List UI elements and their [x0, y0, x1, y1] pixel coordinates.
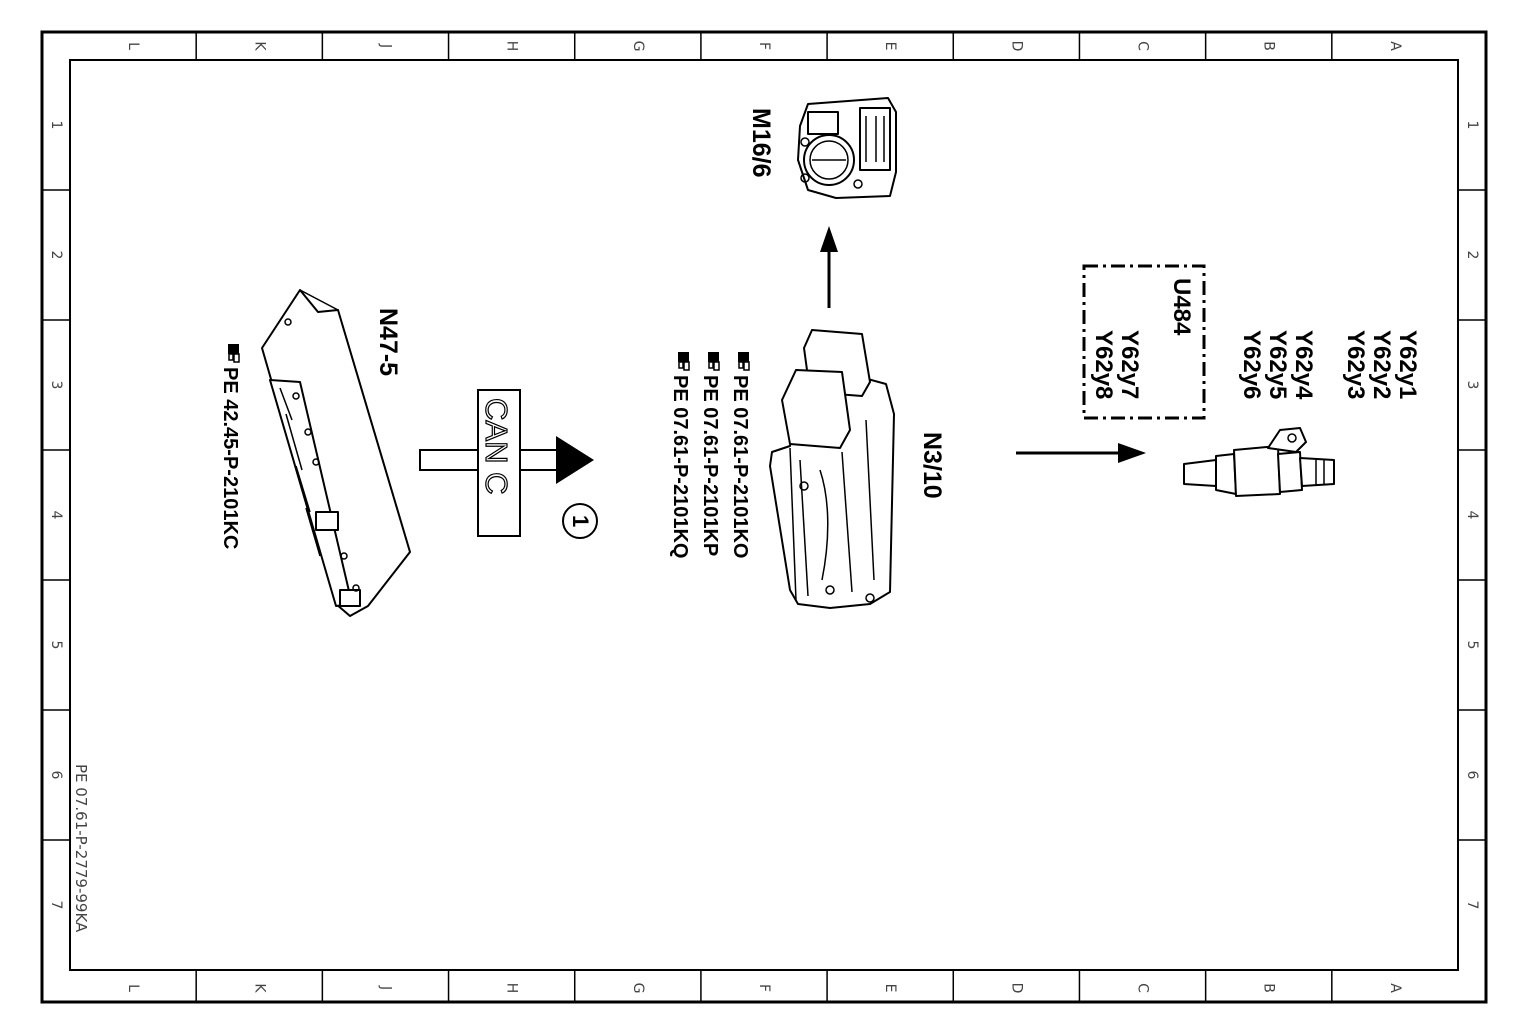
grid-column-label-top: C — [1135, 41, 1151, 51]
grid-row-label-left: 7 — [48, 901, 64, 910]
throttle-actuator-illustration — [797, 97, 897, 199]
grid-column-label-bottom: L — [125, 984, 141, 992]
injector-option-box: U484 Y62y7 Y62y8 — [1082, 264, 1206, 420]
grid-column-label-top: D — [1008, 41, 1024, 52]
grid-ticks — [42, 32, 1486, 1002]
grid-column-label-top: A — [1387, 41, 1403, 51]
can-bus-label-box: CAN C — [477, 389, 521, 537]
grid-column-label-top: L — [125, 42, 141, 50]
grid-row-label-left: 6 — [48, 771, 64, 780]
ecu-id-label: N3/10 — [918, 432, 946, 499]
document-code: PE 07.61-P-2779-99KA — [72, 764, 90, 933]
throttle-id-label: M16/6 — [747, 108, 775, 177]
grid-column-label-bottom: B — [1261, 983, 1277, 993]
grid-row-label-left: 3 — [48, 381, 64, 390]
grid-column-label-bottom: C — [1135, 983, 1151, 993]
grid-column-label-bottom: K — [251, 983, 267, 993]
hand-pointer-icon — [678, 352, 690, 371]
hand-pointer-icon — [708, 352, 720, 371]
grid-column-label-top: E — [882, 42, 898, 51]
injector-id: Y62y5 — [1264, 330, 1291, 399]
grid-column-label-top: F — [756, 42, 772, 50]
grid-column-label-bottom: E — [882, 984, 898, 993]
inner-frame — [69, 59, 1459, 971]
grid-column-label-top: J — [377, 43, 393, 48]
injector-id: Y62y8 — [1090, 330, 1117, 399]
grid-row-label-left: 4 — [48, 511, 64, 520]
grid-row-label-right: 7 — [1464, 901, 1480, 910]
grid-column-label-top: B — [1261, 41, 1277, 51]
grid-column-label-bottom: A — [1387, 983, 1403, 993]
module-ref-text: PE 42.45-P-2101KC — [219, 367, 241, 549]
ecu-ref-text: PE 07.61-P-2101KO — [729, 375, 751, 558]
module-id-label: N47-5 — [374, 308, 402, 376]
injector-id: Y62y1 — [1394, 330, 1421, 399]
arrow-to-injectors — [1016, 443, 1146, 463]
grid-column-label-bottom: F — [756, 984, 772, 992]
injector-id: Y62y6 — [1238, 330, 1265, 399]
grid-column-label-bottom: D — [1008, 983, 1024, 994]
can-bus-marker: 1 — [562, 503, 598, 539]
module-ref-1[interactable]: PE 42.45-P-2101KC — [219, 344, 241, 549]
grid-row-label-left: 5 — [48, 641, 64, 650]
grid-column-label-bottom: H — [504, 983, 520, 994]
injector-id: Y62y3 — [1342, 330, 1369, 399]
injector-id-list: Y62y1 Y62y2 Y62y3 Y62y4 Y62y5 Y62y6 — [1238, 330, 1421, 400]
grid-column-label-bottom: J — [377, 985, 393, 990]
injector-id: Y62y4 — [1290, 330, 1317, 400]
grid-row-label-right: 2 — [1464, 251, 1480, 260]
grid-row-label-left: 2 — [48, 251, 64, 260]
can-bus-marker-number: 1 — [568, 515, 593, 527]
grid-column-label-bottom: G — [630, 983, 646, 994]
grid-row-label-right: 1 — [1464, 121, 1480, 130]
grid-labels: L L K K J J H H G G F F E E D D C C B B A A 1 1 2 2 3 3 4 4 5 5 6 6 7 7 — [48, 41, 1480, 994]
fuel-injector-illustration — [1183, 427, 1335, 497]
grid-column-label-top: H — [504, 41, 520, 52]
grid-column-label-top: K — [251, 41, 267, 51]
ecu-ref-3[interactable]: PE 07.61-P-2101KQ — [669, 352, 691, 558]
grid-row-label-right: 3 — [1464, 381, 1480, 390]
grid-row-label-left: 1 — [48, 121, 64, 130]
can-bus-label: CAN C — [479, 398, 514, 494]
ecu-ref-text: PE 07.61-P-2101KP — [699, 375, 721, 556]
outer-frame — [40, 30, 1488, 1004]
grid-row-label-right: 6 — [1464, 771, 1480, 780]
hand-pointer-icon — [738, 352, 750, 371]
control-module-illustration — [261, 289, 411, 617]
option-code-label: U484 — [1168, 278, 1195, 336]
ecu-ref-2[interactable]: PE 07.61-P-2101KP — [699, 352, 721, 556]
hand-pointer-icon — [228, 344, 240, 363]
grid-column-label-top: G — [630, 41, 646, 52]
grid-row-label-right: 4 — [1464, 511, 1480, 520]
ecu-ref-1[interactable]: PE 07.61-P-2101KO — [729, 352, 751, 558]
grid-row-label-right: 5 — [1464, 641, 1480, 650]
ecu-ref-text: PE 07.61-P-2101KQ — [669, 375, 691, 558]
ecu-illustration — [769, 329, 895, 609]
arrow-to-throttle — [820, 226, 838, 308]
injector-id: Y62y7 — [1116, 330, 1143, 399]
injector-id: Y62y2 — [1368, 330, 1395, 399]
